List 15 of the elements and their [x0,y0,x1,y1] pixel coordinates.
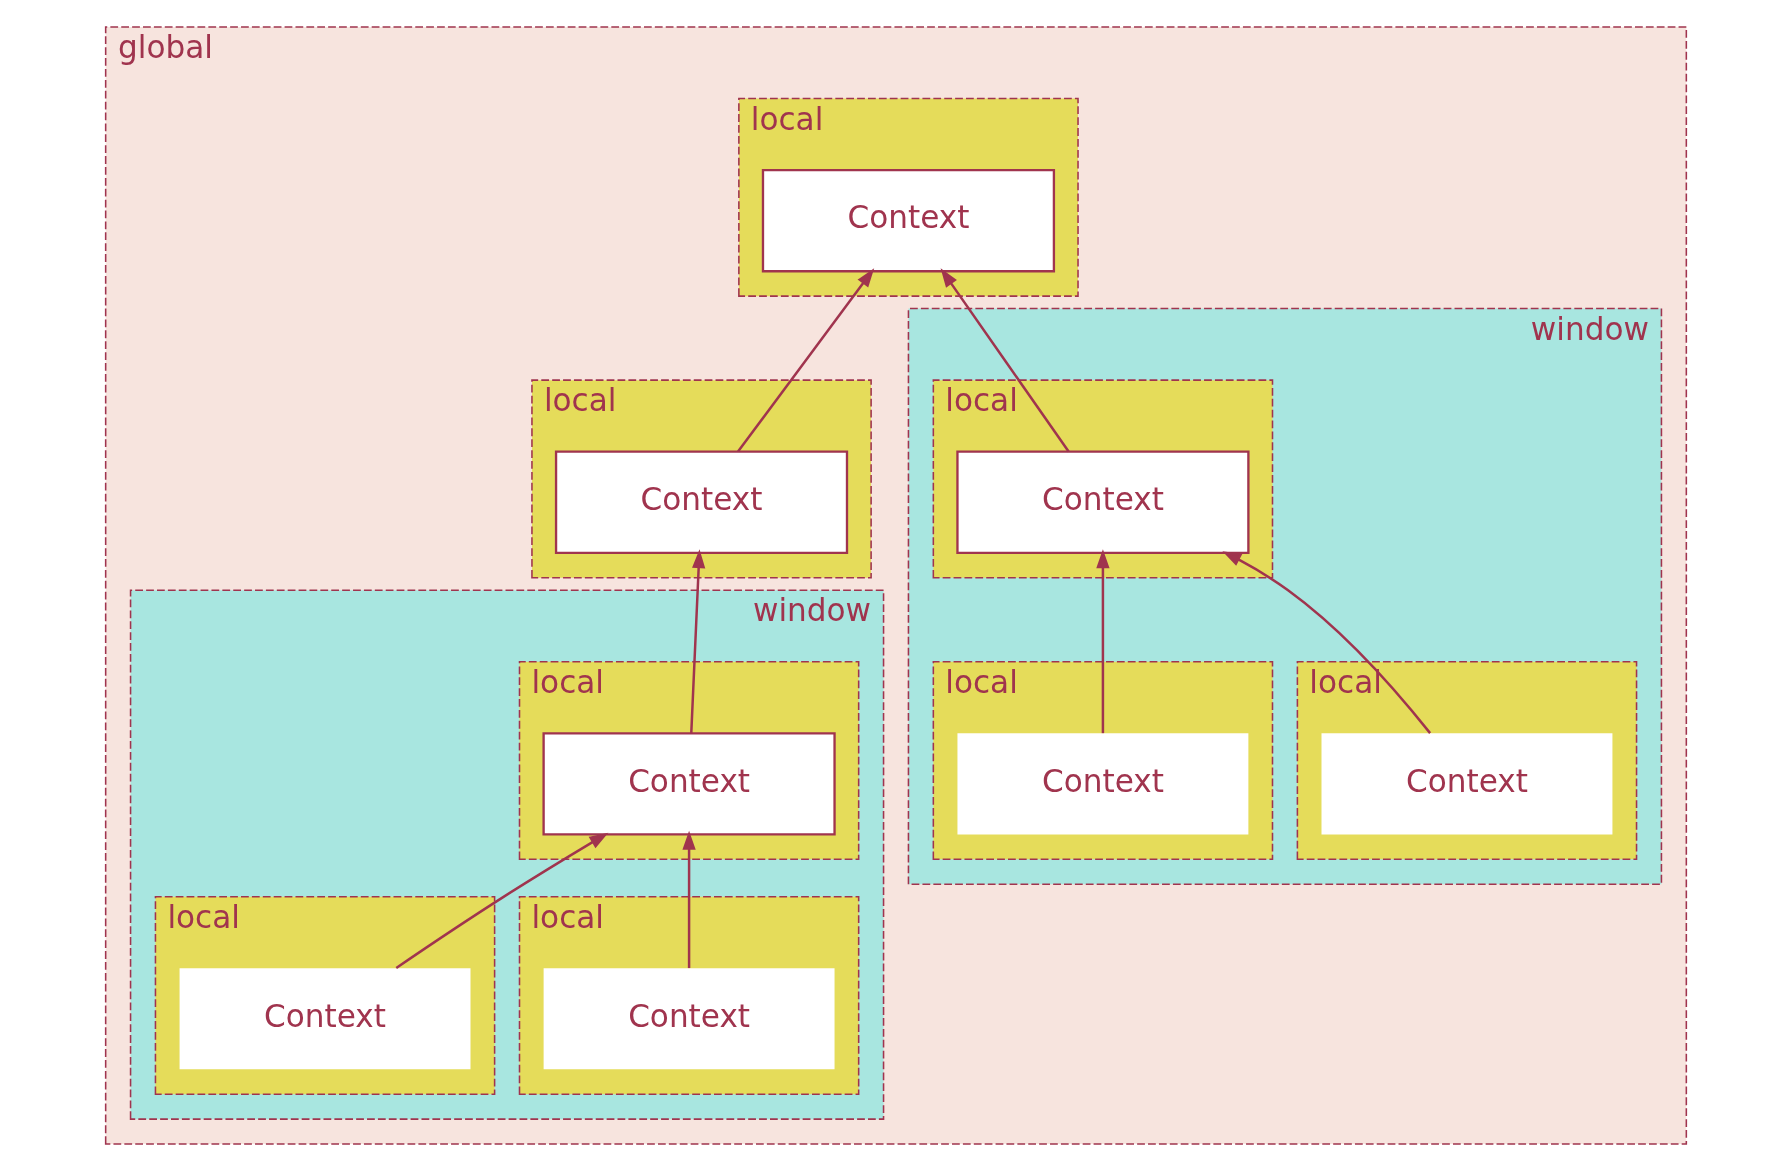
arrow [940,268,1070,453]
arrow [681,830,696,969]
node-box: Context [541,732,836,836]
node-box: Context [543,968,835,1070]
node-box: Context [761,168,1055,273]
arrow [1095,549,1110,734]
node-box: Context [956,733,1248,835]
node-box: Context [179,968,470,1070]
arrow [395,832,608,969]
node-box: Context [1321,733,1612,835]
node-box: Context [554,450,848,554]
arrow [1221,551,1431,734]
arrow [689,549,705,734]
arrow [736,268,874,453]
node-box: Context [955,450,1250,554]
